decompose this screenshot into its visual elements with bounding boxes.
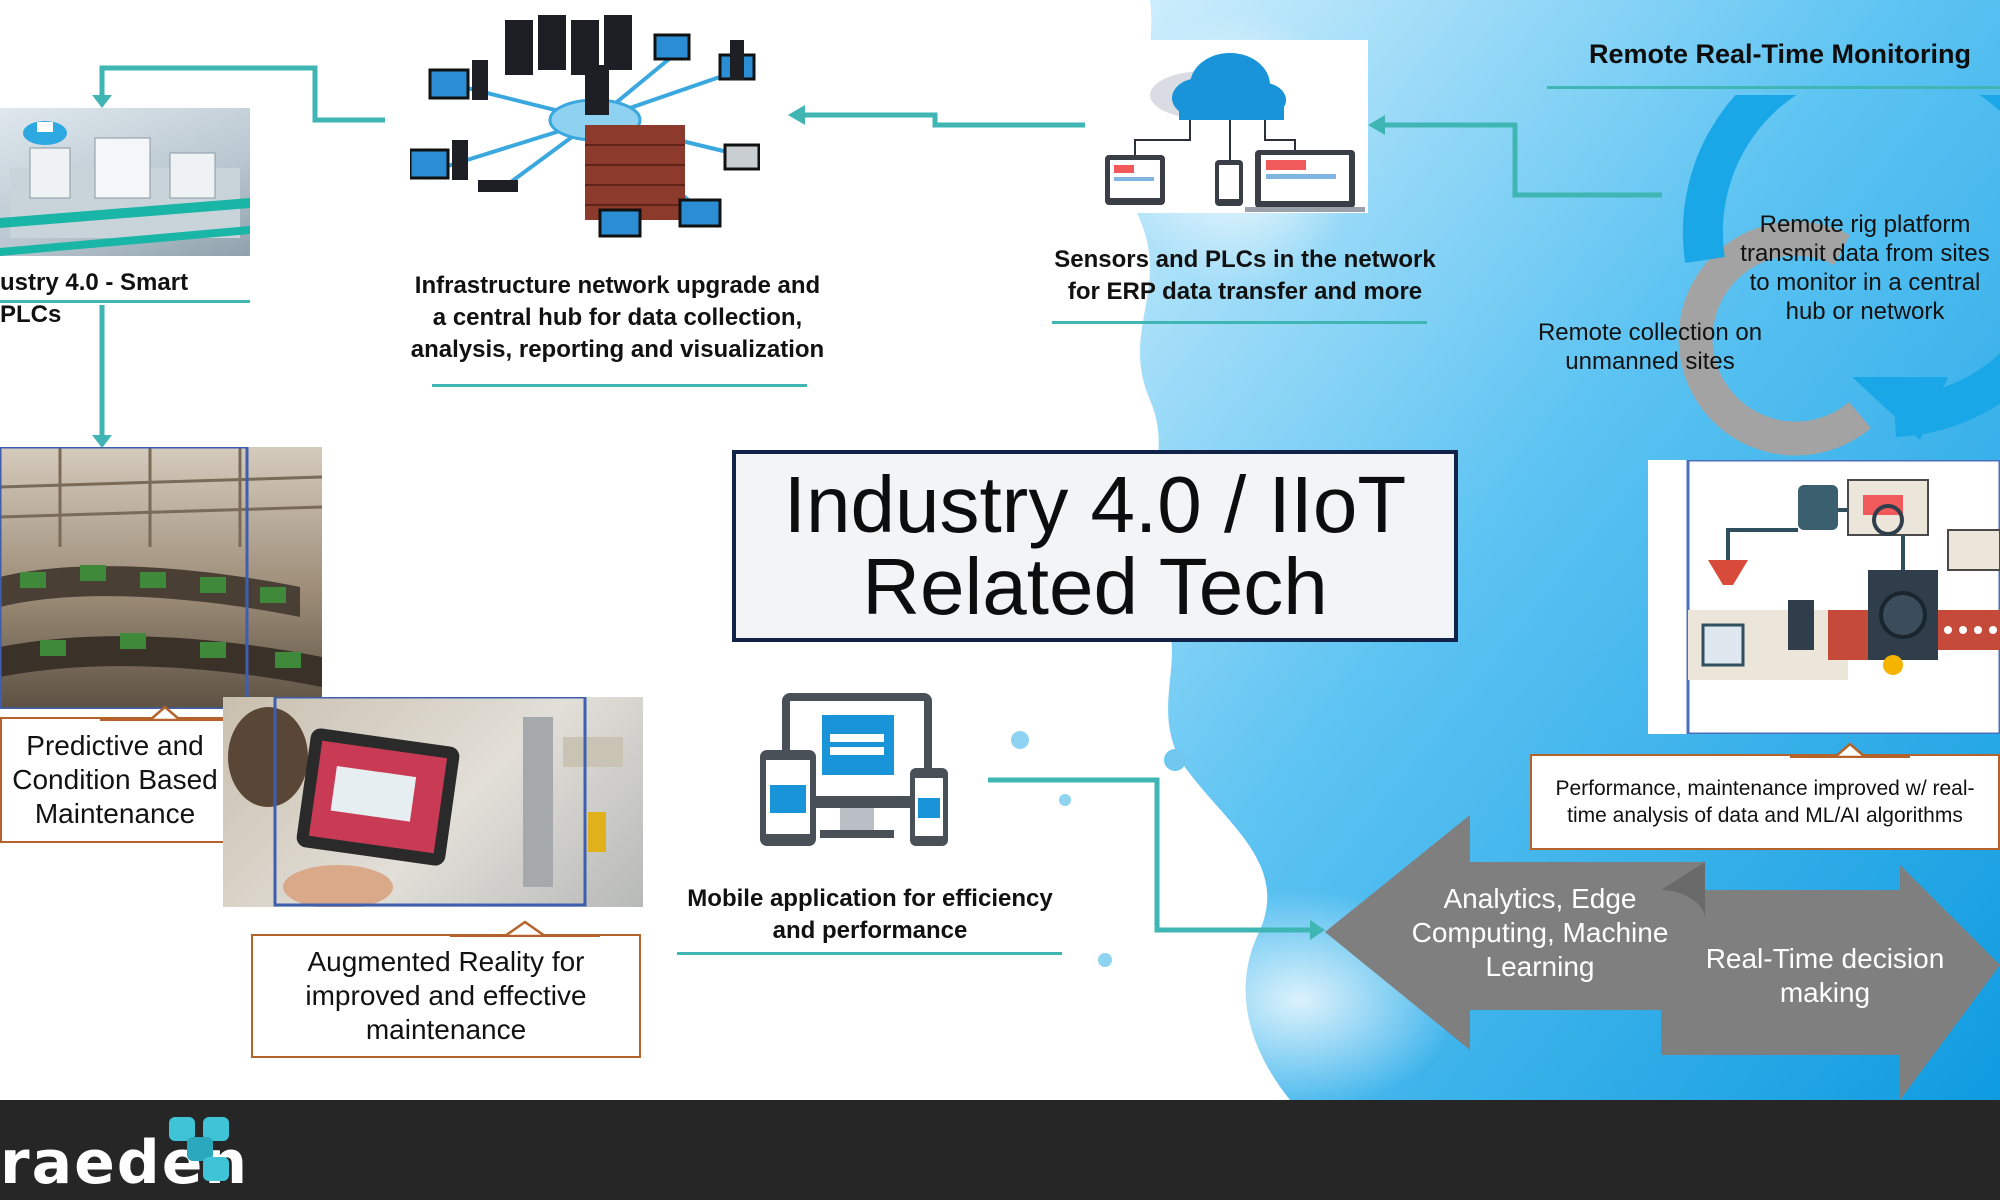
smart-plcs-underline: [0, 300, 250, 303]
remote-rig-label: Remote rig platform transmit data from s…: [1740, 211, 1990, 325]
connector-arrows: [92, 65, 1662, 940]
sensors-label: Sensors and PLCs in the network for ERP …: [1054, 246, 1436, 305]
footer-bar: [0, 1100, 2000, 1200]
predictive-label: Predictive and Condition Based Maintenan…: [12, 730, 218, 829]
network-servers-icon: [410, 15, 760, 238]
title-line-2: Related Tech: [862, 542, 1328, 631]
title-box: Industry 4.0 / IIoT Related Tech: [732, 450, 1458, 642]
infrastructure-underline: [432, 384, 807, 387]
mobile-underline: [677, 952, 1062, 955]
logo-mark-icon: [169, 1117, 229, 1181]
infrastructure-label: Infrastructure network upgrade and a cen…: [410, 272, 825, 363]
factory-machine-panel: [1648, 458, 2000, 736]
mobile-label: Mobile application for efficiency and pe…: [687, 885, 1053, 944]
smart-plc-photo: [0, 108, 250, 256]
remote-collection-label: Remote collection on unmanned sites: [1537, 319, 1763, 375]
performance-label: Performance, maintenance improved w/ rea…: [1555, 777, 1975, 827]
conveyor-photo: [0, 447, 322, 709]
analytics-arrows: [1325, 815, 2000, 1100]
remote-monitoring-underline: [1547, 86, 2000, 89]
augmented-box: Augmented Reality for improved and effec…: [251, 934, 641, 1058]
predictive-box-notch: [100, 705, 230, 721]
remote-monitoring-heading: Remote Real-Time Monitoring: [1588, 39, 1972, 69]
realtime-label: Real-Time decision making: [1705, 943, 1945, 1008]
diagram-canvas: ustry 4.0 - Smart PLCs Infrastructure ne…: [0, 0, 2000, 1100]
sensors-underline: [1052, 321, 1427, 324]
factory-machine-icon: [1686, 458, 2000, 736]
analytics-label: Analytics, Edge Computing, Machine Learn…: [1411, 883, 1669, 982]
title-line-1: Industry 4.0 / IIoT: [783, 460, 1407, 549]
augmented-box-notch: [450, 920, 600, 937]
tablet-ar-photo: [223, 697, 643, 907]
smart-plcs-label: ustry 4.0 - Smart PLCs: [0, 269, 189, 328]
predictive-box: Predictive and Condition Based Maintenan…: [0, 717, 230, 843]
mobile-devices-icon: [760, 693, 948, 846]
cloud-devices-panel: [1095, 40, 1368, 213]
circular-arrows-icon: [1678, 95, 2000, 456]
performance-box: Performance, maintenance improved w/ rea…: [1530, 754, 2000, 850]
augmented-label: Augmented Reality for improved and effec…: [305, 946, 587, 1045]
performance-box-notch: [1790, 742, 1910, 758]
cloud-devices-icon: [1105, 53, 1365, 212]
